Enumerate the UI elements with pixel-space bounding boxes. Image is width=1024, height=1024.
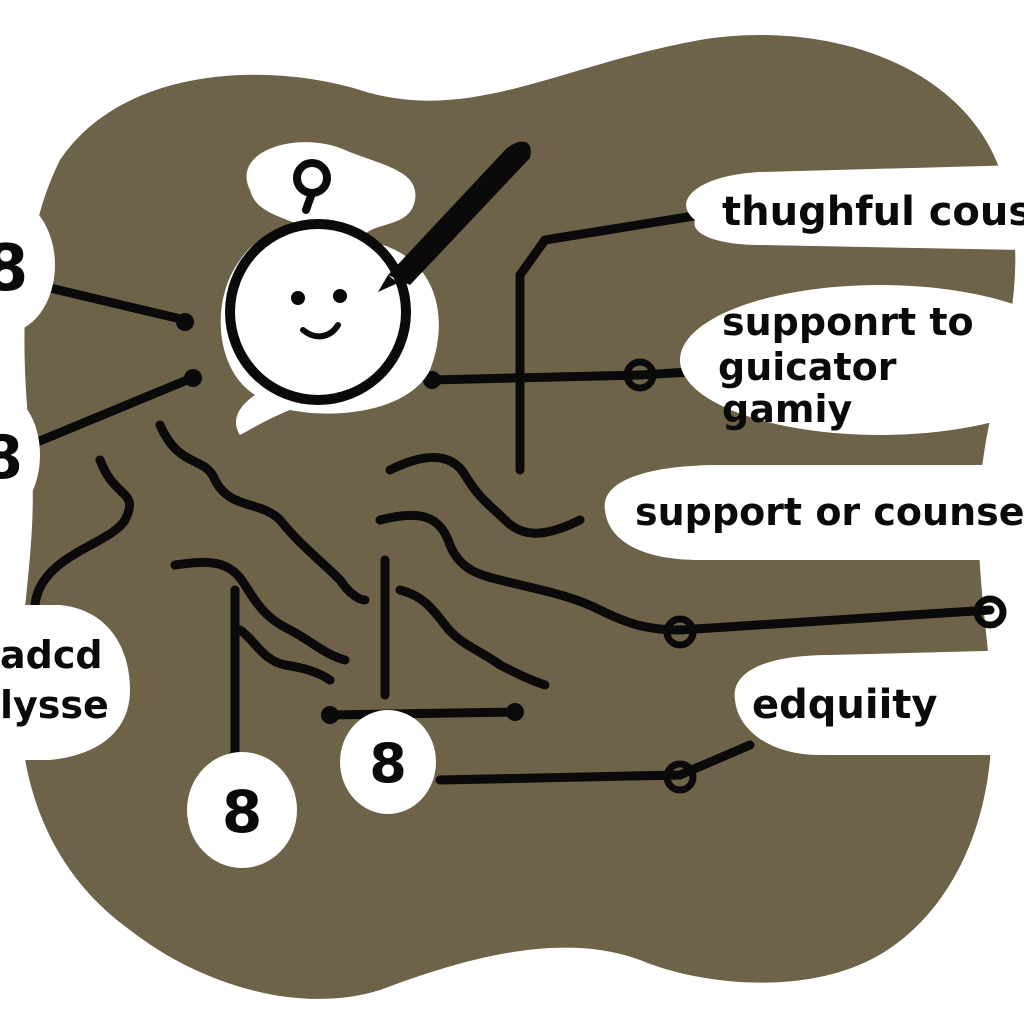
node-number: 8 xyxy=(369,732,407,795)
label-text-line3: gamiy xyxy=(722,387,852,431)
node-number: 8 xyxy=(0,423,23,493)
label-bubble xyxy=(734,650,1024,755)
pen-body xyxy=(388,141,531,285)
node-bubble xyxy=(0,197,55,333)
node-bubble xyxy=(187,752,297,868)
label-text-line2: lysse xyxy=(0,683,109,727)
endpoint-ring xyxy=(663,615,697,649)
label-top-right: thughful cous xyxy=(686,165,1024,250)
smiley-left-eye xyxy=(291,291,305,305)
label-text-line1: supponrt to xyxy=(722,300,974,344)
connector-bottom-bar xyxy=(325,707,520,720)
label-text-line2: guicator xyxy=(718,345,897,389)
squiggle-4 xyxy=(385,453,585,538)
node-mid-left: 8 xyxy=(0,393,40,517)
node-bottom-center: 8 xyxy=(340,710,436,814)
squiggle-1 xyxy=(155,420,370,605)
squiggle-2 xyxy=(170,557,350,665)
endpoint-ring xyxy=(623,358,657,392)
smiley-right-eye xyxy=(333,289,347,303)
label-lower-right: support or counsel xyxy=(604,465,1024,560)
label-bottom-right: edquiity xyxy=(734,650,1024,755)
label-bubble xyxy=(680,285,1024,435)
squiggle-lines xyxy=(155,420,685,690)
connector-vertical xyxy=(515,210,705,475)
node-number: 8 xyxy=(0,232,28,306)
label-left: adcd lysse xyxy=(0,605,130,760)
endpoint-ring xyxy=(663,760,697,794)
node-top-left: 8 xyxy=(0,197,55,333)
connector-bottom xyxy=(435,740,755,785)
connector-mid-row xyxy=(425,370,645,385)
endpoint-ring xyxy=(184,369,202,387)
squiggle-3 xyxy=(235,625,335,685)
connector-to-mid-bubble xyxy=(635,367,695,380)
node-bottom-center-left: 8 xyxy=(187,752,297,868)
label-bubble xyxy=(604,465,1024,560)
connector-endpoints xyxy=(176,313,1007,794)
smiley-face-icon xyxy=(225,219,411,405)
label-bubble xyxy=(686,165,1024,250)
label-text: support or counsel xyxy=(635,490,1024,534)
node-bubble xyxy=(0,393,40,517)
endpoint-dot xyxy=(423,371,441,389)
endpoint-dot xyxy=(321,706,339,724)
label-middle-right: supponrt to guicator gamiy xyxy=(680,285,1024,435)
smiley-mouth xyxy=(300,322,341,340)
label-text: edquiity xyxy=(752,682,938,728)
location-pin-stem xyxy=(302,189,316,214)
squiggle-6 xyxy=(395,585,550,690)
pen-tip xyxy=(378,275,398,292)
endpoint-ring xyxy=(176,313,194,331)
connector-topleft xyxy=(45,283,190,325)
connector-left-curve xyxy=(30,455,135,610)
squiggle-5 xyxy=(375,510,685,635)
connector-lower-long xyxy=(675,605,995,635)
connector-midleft xyxy=(25,373,197,450)
label-text-line1: adcd xyxy=(0,633,103,677)
label-text: thughful cous xyxy=(722,189,1024,235)
node-bubble xyxy=(340,710,436,814)
endpoint-dot xyxy=(506,703,524,721)
label-bubble xyxy=(0,605,130,760)
central-character xyxy=(220,141,531,435)
node-number: 8 xyxy=(222,778,262,846)
location-pin-icon xyxy=(293,159,331,214)
connector-lines xyxy=(25,210,995,785)
endpoint-ring xyxy=(973,595,1007,629)
pen-icon xyxy=(378,141,531,292)
